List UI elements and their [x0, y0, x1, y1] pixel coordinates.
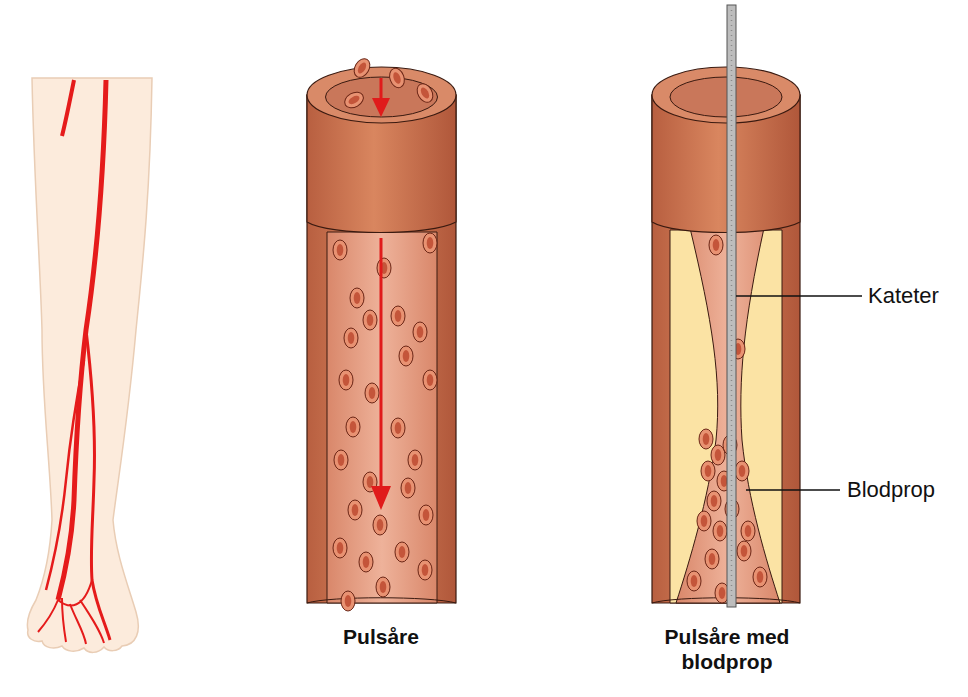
artery-bottom: [307, 598, 456, 603]
artery: [46, 360, 84, 590]
blood-cell: [418, 560, 432, 580]
blood-cell: [709, 235, 723, 255]
blood-cell: [346, 417, 360, 437]
figure-caption: Pulsåre: [271, 624, 491, 649]
blood-cell: [341, 591, 355, 611]
blood-cell: [414, 81, 436, 105]
artery: [62, 80, 74, 136]
leader-line: [736, 295, 862, 297]
blood-cell: [342, 89, 366, 111]
catheter-texture: [731, 10, 733, 600]
artery: [86, 330, 110, 640]
flow-arrowhead: [371, 486, 391, 510]
flow-arrow: [380, 78, 383, 100]
blood-cell: [419, 505, 433, 525]
artery-opening: [652, 67, 800, 123]
blood-cell: [687, 571, 701, 591]
artery-opening-inner: [326, 77, 438, 117]
blood-cell: [741, 521, 755, 541]
blood-cell: [359, 552, 373, 572]
artery-lumen: [327, 232, 437, 603]
part-label: Blodprop: [847, 477, 964, 503]
blood-cell: [373, 515, 387, 535]
blood-cell: [333, 240, 347, 260]
blood-cell: [391, 418, 405, 438]
artery: [58, 80, 106, 600]
blood-cell: [697, 511, 711, 531]
blood-cell: [351, 56, 373, 80]
blood-cell: [376, 577, 390, 597]
flow-arrow: [380, 238, 383, 490]
blood-cell: [350, 288, 364, 308]
blood-cell: [753, 567, 767, 587]
blood-cell: [735, 461, 749, 481]
artery-tube: [307, 56, 456, 611]
blood-cell: [365, 383, 379, 403]
artery-opening: [307, 67, 456, 123]
blood-cell: [737, 541, 751, 561]
blood-cell: [699, 429, 713, 449]
blood-cell: [399, 346, 413, 366]
blood-cell: [387, 66, 407, 90]
blood-cell: [713, 521, 727, 541]
blood-cell: [363, 310, 377, 330]
blood-cell: [391, 306, 405, 326]
blood-cell: [705, 549, 719, 569]
artery-with-clot: [652, 5, 800, 607]
artery-wall: [307, 95, 456, 603]
leg-outline: [27, 78, 152, 652]
blood-cell: [423, 233, 437, 253]
blood-cell: [348, 500, 362, 520]
blood-cell: [401, 478, 415, 498]
blood-cells: [333, 56, 437, 611]
blood-cell: [413, 322, 427, 342]
artery-opening-inner: [670, 77, 782, 117]
blood-cell: [395, 542, 409, 562]
blood-cell: [344, 328, 358, 348]
artery: [38, 580, 104, 644]
artery-wall: [652, 95, 800, 603]
leader-line: [746, 489, 840, 491]
blood-cell: [334, 450, 348, 470]
figure-caption: Pulsåre med blodprop: [627, 624, 827, 674]
part-label: Kateter: [868, 283, 964, 309]
blood-cell: [377, 258, 391, 278]
blood-cell: [408, 450, 422, 470]
blood-cell: [707, 491, 721, 511]
catheter: [727, 5, 736, 607]
blood-cell: [333, 538, 347, 558]
blood-cell: [423, 370, 437, 390]
flow-arrowhead: [372, 98, 390, 117]
leg: [27, 78, 152, 652]
blood-cell: [701, 461, 715, 481]
blood-cell: [339, 370, 353, 390]
